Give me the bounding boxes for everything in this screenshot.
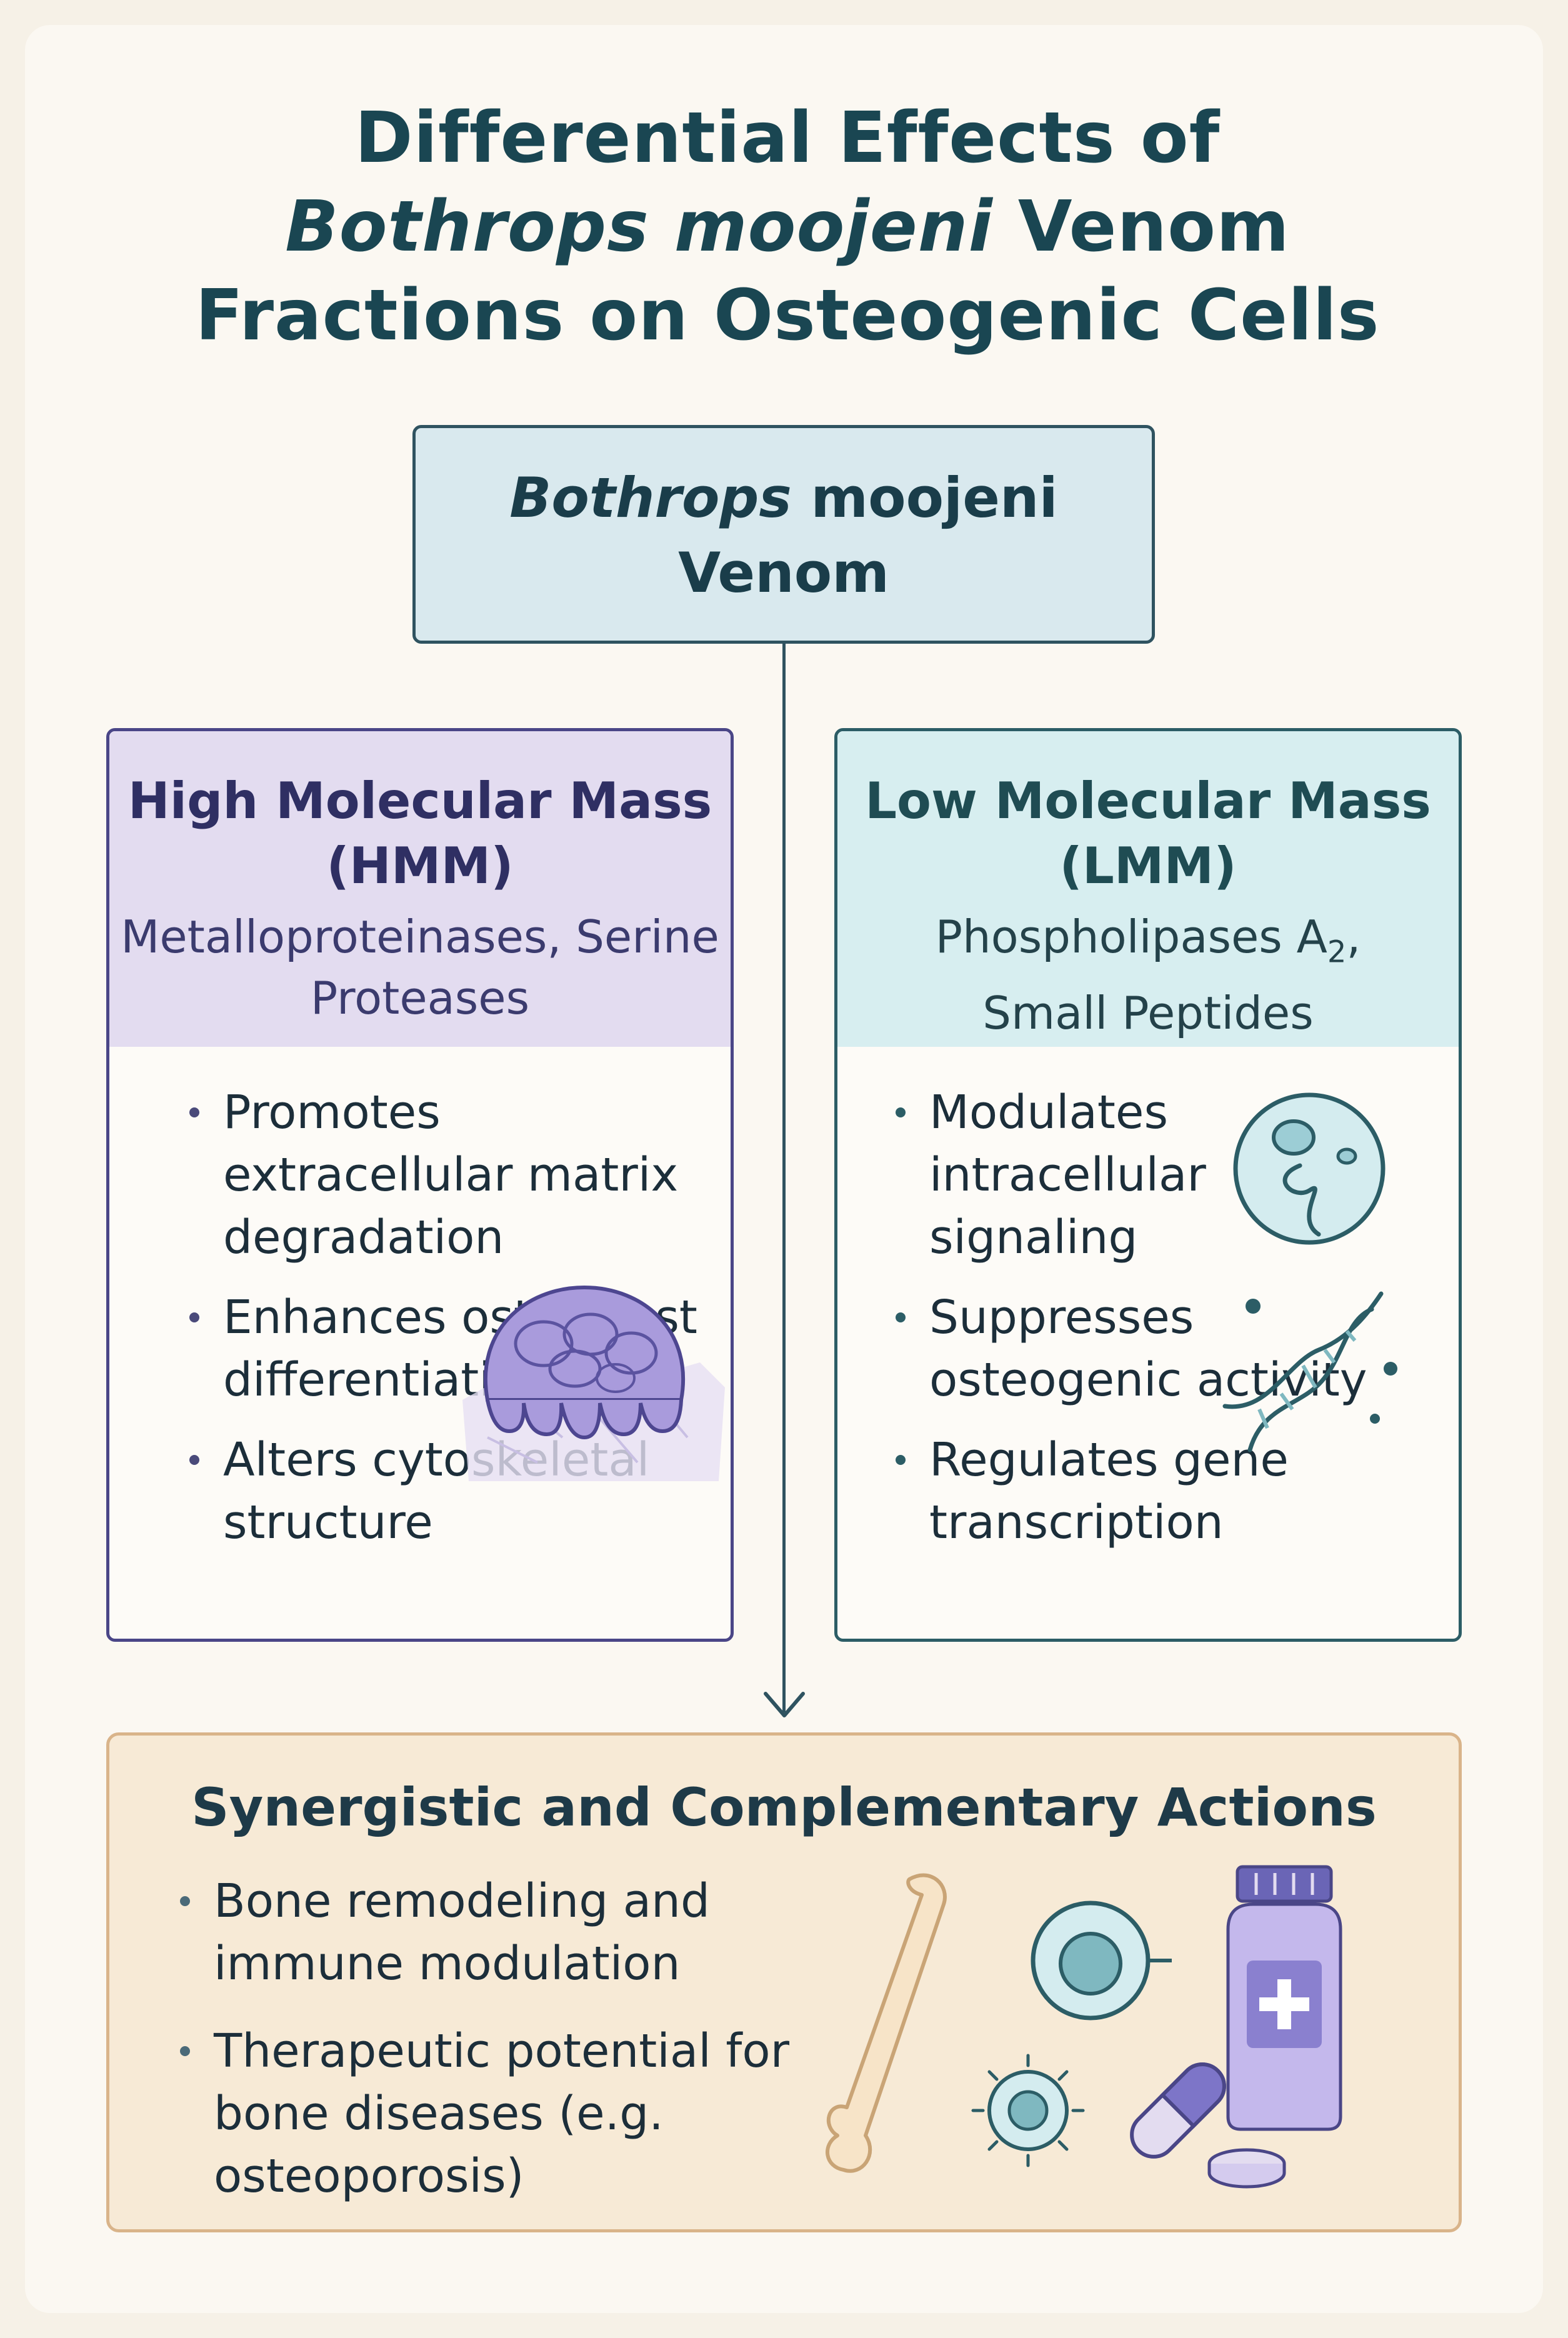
flow-connector-line bbox=[782, 644, 786, 1712]
bullet-dot bbox=[896, 1312, 906, 1322]
source-line2: Venom bbox=[678, 541, 889, 605]
list-item: Modulates intracellular signaling bbox=[872, 1081, 1422, 1269]
source-species: moojeni bbox=[791, 466, 1058, 530]
arrow-down-icon bbox=[764, 1692, 805, 1717]
list-item-text: Suppresses osteogenic activity bbox=[929, 1291, 1367, 1407]
lmm-subtitle-text: Phospholipases A bbox=[935, 911, 1327, 963]
list-item: Promotes extracellular matrix degradatio… bbox=[166, 1081, 716, 1269]
bullet-dot bbox=[189, 1312, 199, 1322]
title-species: Bothrops moojeni bbox=[285, 186, 993, 267]
list-item-text: Modulates intracellular signaling bbox=[929, 1086, 1206, 1264]
synergy-list: Bone remodeling and immune modulation Th… bbox=[156, 1870, 844, 2232]
lmm-subtitle: Phospholipases A2, Small Peptides bbox=[837, 906, 1459, 1044]
immune-cell-icon bbox=[1031, 1901, 1172, 2021]
medicine-bottle-icon bbox=[1226, 1865, 1342, 2131]
tablet-icon bbox=[1207, 2148, 1286, 2189]
lmm-subtitle-line2: Small Peptides bbox=[982, 987, 1314, 1040]
list-item-text: Bone remodeling and immune modulation bbox=[214, 1874, 710, 1991]
lmm-subtitle-comma: , bbox=[1346, 911, 1361, 963]
capsule-icon bbox=[1130, 2062, 1226, 2159]
cell-icon bbox=[1233, 1092, 1386, 1245]
bone-icon bbox=[826, 1873, 947, 2173]
source-genus: Bothrops bbox=[509, 466, 792, 530]
hmm-effects-list: Promotes extracellular matrix degradatio… bbox=[166, 1081, 716, 1571]
virus-icon bbox=[971, 2054, 1085, 2167]
lmm-card-header: Low Molecular Mass (LMM) Phospholipases … bbox=[837, 731, 1459, 1047]
list-item-text: Regulates gene transcription bbox=[929, 1433, 1289, 1549]
synergy-title: Synergistic and Complementary Actions bbox=[191, 1777, 1377, 1838]
lmm-card: Low Molecular Mass (LMM) Phospholipases … bbox=[834, 728, 1462, 1642]
title-part2: Venom Fractions on Osteogenic Cells bbox=[195, 186, 1380, 356]
dna-icon bbox=[1222, 1291, 1397, 1452]
list-item: Bone remodeling and immune modulation bbox=[156, 1870, 844, 1995]
bullet-dot bbox=[180, 2046, 190, 2056]
synergy-illustration bbox=[826, 1865, 1342, 2189]
bullet-dot bbox=[180, 1896, 190, 1906]
lmm-title: Low Molecular Mass (LMM) bbox=[865, 772, 1431, 895]
hmm-title: High Molecular Mass (HMM) bbox=[127, 772, 712, 895]
page-title: Differential Effects of Bothrops moojeni… bbox=[187, 94, 1387, 360]
hmm-subtitle: Metalloproteinases, Serine Proteases bbox=[121, 911, 719, 1024]
title-part1: Differential Effects of bbox=[354, 97, 1221, 179]
list-item: Suppresses osteogenic activity bbox=[872, 1286, 1422, 1411]
lmm-subtitle-subscript: 2 bbox=[1327, 934, 1347, 970]
hmm-card: High Molecular Mass (HMM) Metalloprotein… bbox=[106, 728, 734, 1642]
bullet-dot bbox=[189, 1455, 199, 1465]
osteoclast-icon bbox=[462, 1285, 725, 1481]
list-item: Therapeutic potential for bone diseases … bbox=[156, 2020, 844, 2207]
bullet-dot bbox=[896, 1455, 906, 1465]
list-item-text: Therapeutic potential for bone diseases … bbox=[214, 2024, 790, 2203]
synergy-box: Synergistic and Complementary Actions Bo… bbox=[106, 1732, 1462, 2232]
lmm-effects-list: Modulates intracellular signaling Suppre… bbox=[872, 1081, 1422, 1571]
hmm-card-header: High Molecular Mass (HMM) Metalloprotein… bbox=[109, 731, 731, 1047]
list-item-text: Promotes extracellular matrix degradatio… bbox=[223, 1086, 679, 1264]
bullet-dot bbox=[189, 1107, 199, 1117]
bullet-dot bbox=[896, 1107, 906, 1117]
venom-source-box: Bothrops moojeni Venom bbox=[412, 425, 1155, 644]
list-item: Regulates gene transcription bbox=[872, 1429, 1422, 1554]
